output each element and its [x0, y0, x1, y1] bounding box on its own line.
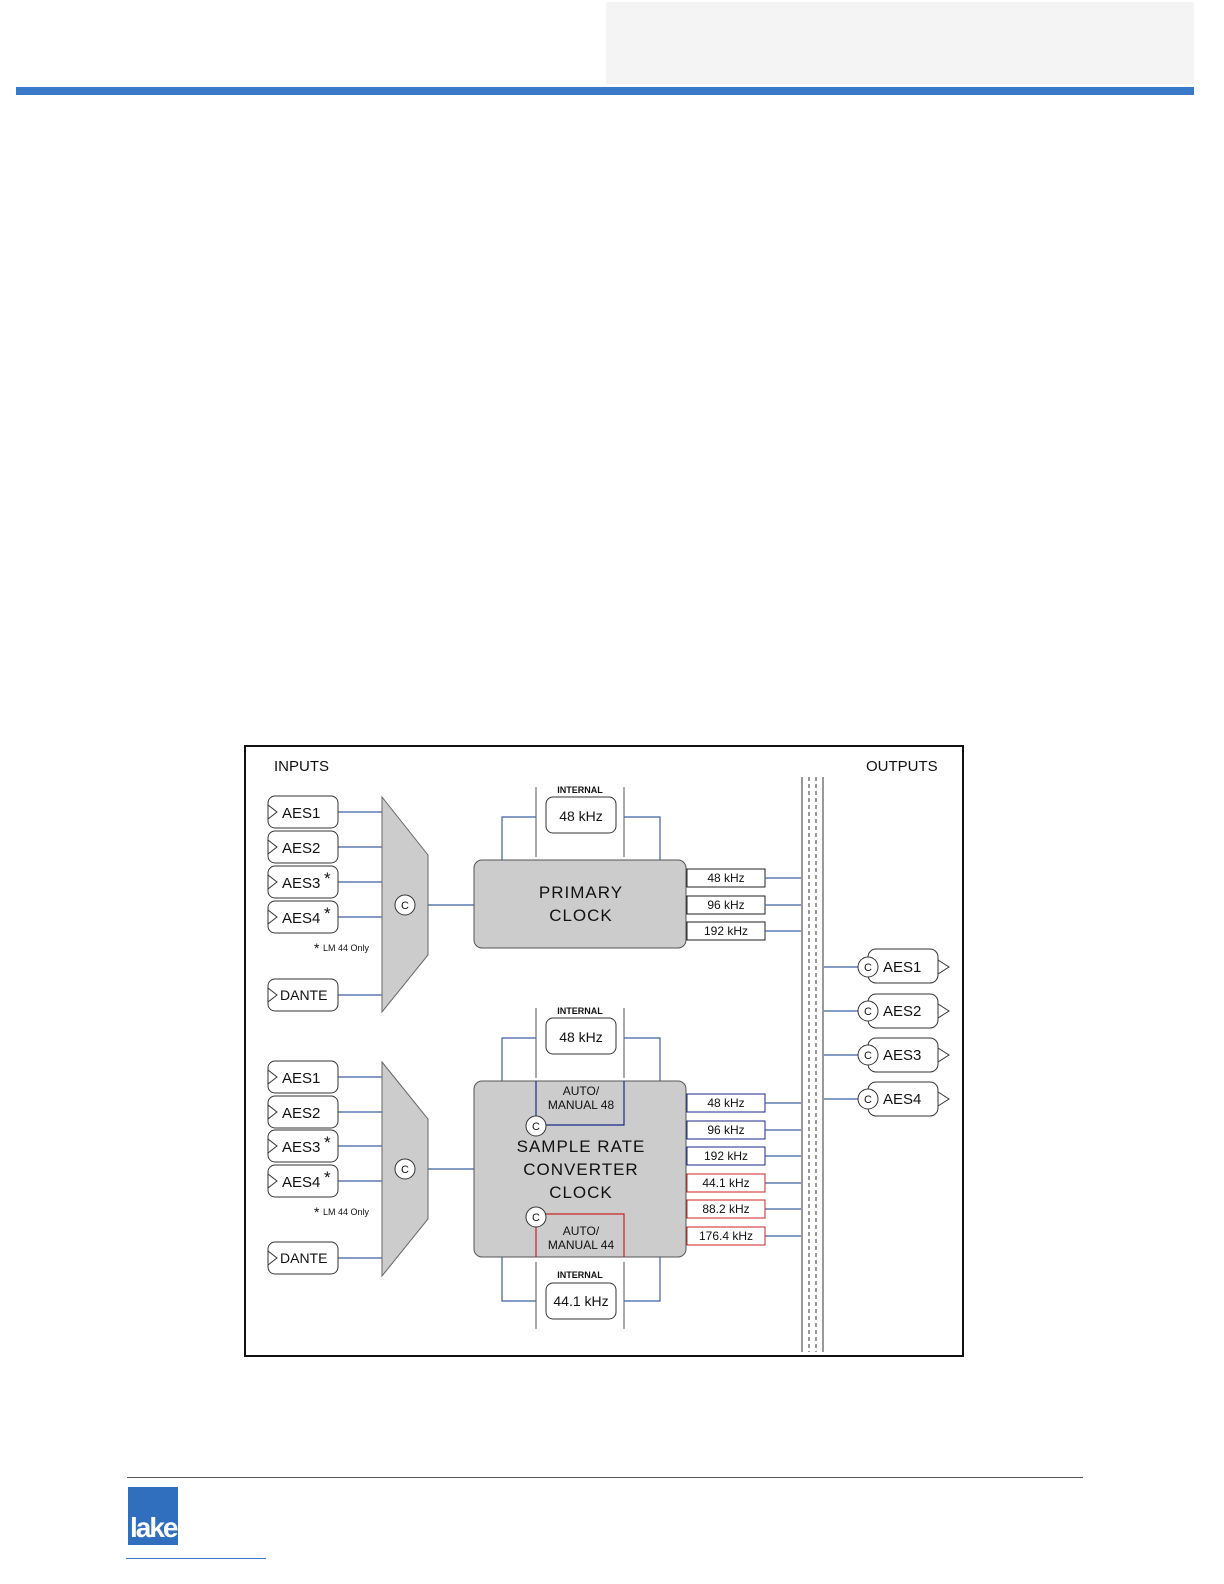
primary-selector-label: C — [401, 900, 409, 912]
primary-input-label: AES1 — [282, 805, 320, 822]
src-input-label: DANTE — [280, 1250, 327, 1266]
src-clock-title: CONVERTER — [523, 1160, 638, 1179]
primary-input-label: AES4 — [282, 910, 320, 927]
primary-internal-label: INTERNAL — [557, 785, 603, 795]
header-panel — [606, 2, 1194, 84]
output-label: AES1 — [883, 959, 921, 976]
src-auto48-selector: C — [532, 1121, 540, 1133]
footnote-star: * — [324, 1168, 331, 1187]
svg-text:192 kHz: 192 kHz — [704, 1149, 748, 1163]
src-footnote: * LM 44 Only — [314, 1204, 370, 1220]
svg-text:LM 44 Only: LM 44 Only — [323, 943, 370, 953]
src-auto44-label: MANUAL 44 — [548, 1238, 615, 1252]
src-internal-top-rate: 48 kHz — [559, 1029, 603, 1045]
primary-clock-title: PRIMARY — [539, 883, 623, 902]
src-internal-bottom-label: INTERNAL — [557, 1270, 603, 1280]
svg-text:48 kHz: 48 kHz — [707, 871, 744, 885]
primary-clock-block — [473, 859, 687, 949]
src-input-aes3: AES3 * — [267, 1129, 339, 1163]
svg-text:C: C — [864, 1050, 872, 1062]
output-aes3: C AES3 — [857, 1037, 950, 1073]
output-label: AES2 — [883, 1003, 921, 1020]
svg-text:176.4 kHz: 176.4 kHz — [699, 1229, 753, 1243]
header-rule — [16, 87, 1194, 95]
primary-input-dante: DANTE — [267, 978, 339, 1012]
src-clock-title: CLOCK — [549, 1183, 613, 1202]
src-auto44-selector: C — [532, 1212, 540, 1224]
svg-text:C: C — [864, 1094, 872, 1106]
svg-text:88.2 kHz: 88.2 kHz — [702, 1202, 749, 1216]
outputs-title: OUTPUTS — [866, 758, 938, 775]
svg-text:C: C — [864, 1006, 872, 1018]
footnote-star: * — [324, 1133, 331, 1152]
src-input-aes2: AES2 — [267, 1095, 339, 1129]
clock-diagram: INPUTS OUTPUTS AES1 AES2 AES3 * AES4 * *… — [267, 758, 950, 1352]
svg-text:C: C — [864, 962, 872, 974]
src-input-label: AES1 — [282, 1070, 320, 1087]
footnote-star: * — [324, 869, 331, 888]
svg-text:*: * — [314, 1204, 320, 1220]
primary-input-label: AES3 — [282, 875, 320, 892]
svg-text:96 kHz: 96 kHz — [707, 898, 744, 912]
src-auto44-label: AUTO/ — [563, 1224, 600, 1238]
primary-clock-title: CLOCK — [549, 906, 613, 925]
src-input-label: AES3 — [282, 1139, 320, 1156]
footnote-star: * — [324, 904, 331, 923]
output-aes1: C AES1 — [857, 948, 950, 984]
primary-rate-96: 96 kHz — [686, 895, 801, 915]
inputs-title: INPUTS — [274, 758, 329, 775]
src-input-aes1: AES1 — [267, 1060, 339, 1094]
primary-input-aes3: AES3 * — [267, 865, 339, 899]
src-rate-192: 192 kHz — [686, 1146, 801, 1166]
src-selector-label: C — [401, 1164, 409, 1176]
clock-bus — [801, 777, 824, 1352]
src-internal-bottom-rate: 44.1 kHz — [553, 1293, 608, 1309]
src-auto48-label: AUTO/ — [563, 1084, 600, 1098]
src-auto48-label: MANUAL 48 — [548, 1098, 615, 1112]
clock-diagram-frame: INPUTS OUTPUTS AES1 AES2 AES3 * AES4 * *… — [244, 745, 964, 1357]
primary-footnote: * LM 44 Only — [314, 940, 370, 956]
src-input-label: AES2 — [282, 1105, 320, 1122]
svg-text:48 kHz: 48 kHz — [707, 1096, 744, 1110]
primary-internal-rate: 48 kHz — [559, 808, 603, 824]
output-aes2: C AES2 — [857, 993, 950, 1029]
primary-rate-48: 48 kHz — [686, 868, 801, 888]
src-input-aes4: AES4 * — [267, 1164, 339, 1198]
src-input-label: AES4 — [282, 1174, 320, 1191]
output-aes4: C AES4 — [857, 1081, 950, 1117]
logo-underline — [126, 1558, 266, 1559]
src-rate-44-1: 44.1 kHz — [686, 1173, 801, 1193]
src-input-dante: DANTE — [267, 1241, 339, 1275]
footer-rule — [127, 1477, 1083, 1478]
output-label: AES4 — [883, 1091, 921, 1108]
svg-text:44.1 kHz: 44.1 kHz — [702, 1176, 749, 1190]
src-internal-top-label: INTERNAL — [557, 1006, 603, 1016]
svg-text:*: * — [314, 940, 320, 956]
primary-rate-192: 192 kHz — [686, 921, 801, 941]
src-clock-title: SAMPLE RATE — [517, 1137, 646, 1156]
src-rate-88-2: 88.2 kHz — [686, 1199, 801, 1219]
svg-text:96 kHz: 96 kHz — [707, 1123, 744, 1137]
svg-text:LM 44 Only: LM 44 Only — [323, 1207, 370, 1217]
primary-input-aes1: AES1 — [267, 795, 339, 829]
primary-input-label: DANTE — [280, 987, 327, 1003]
lake-logo: lake — [128, 1487, 178, 1545]
primary-input-label: AES2 — [282, 840, 320, 857]
primary-input-aes2: AES2 — [267, 830, 339, 864]
src-rate-48: 48 kHz — [686, 1093, 801, 1113]
svg-text:192 kHz: 192 kHz — [704, 924, 748, 938]
src-rate-96: 96 kHz — [686, 1120, 801, 1140]
primary-input-aes4: AES4 * — [267, 900, 339, 934]
src-rate-176-4: 176.4 kHz — [686, 1226, 801, 1246]
output-label: AES3 — [883, 1047, 921, 1064]
